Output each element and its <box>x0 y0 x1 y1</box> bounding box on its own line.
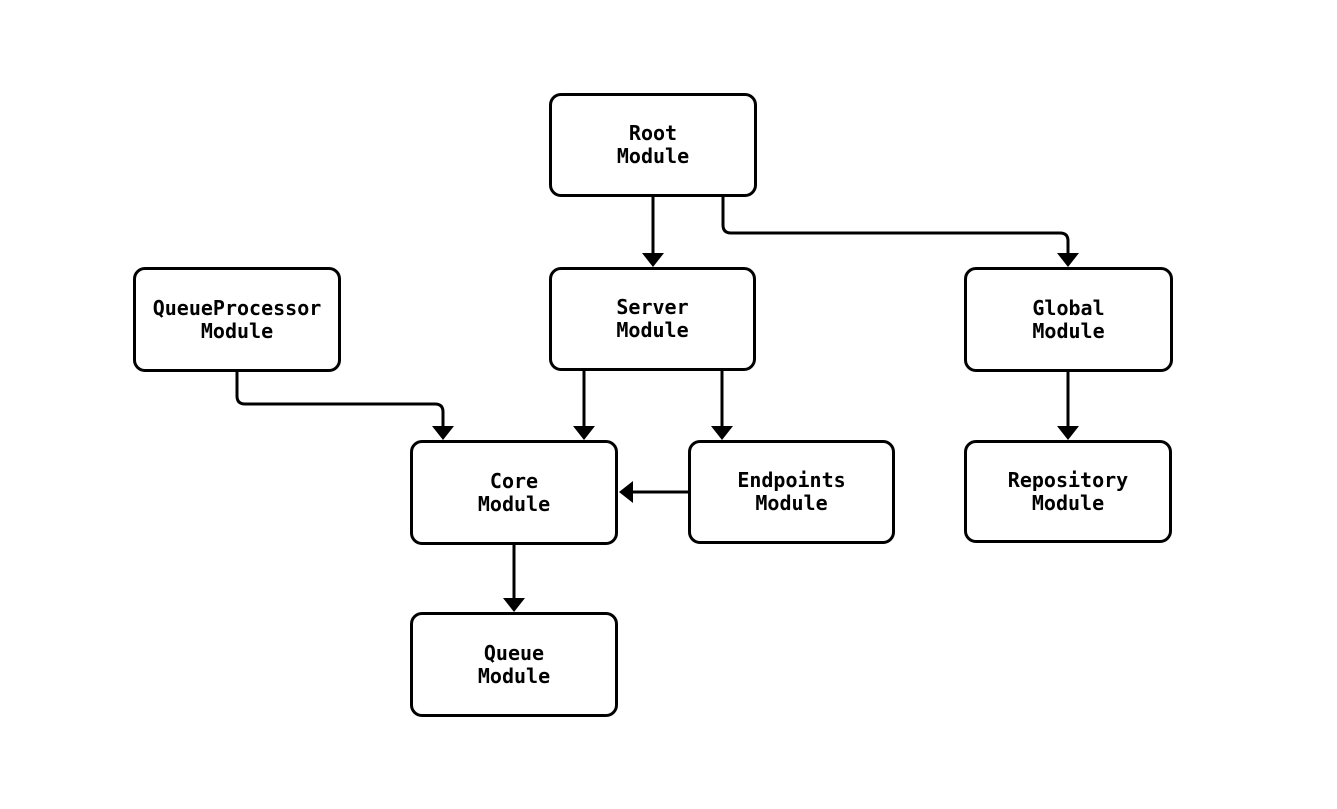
node-repository-label-line2: Module <box>1031 490 1105 515</box>
node-root-label-line2: Module <box>616 144 690 168</box>
node-endpoints-label-line2: Module <box>755 491 828 515</box>
node-server-label-line1: Server <box>616 295 689 319</box>
arrowhead-icon <box>573 426 595 440</box>
edge-line-queueprocessor-to-core <box>235 372 445 438</box>
arrowhead-icon <box>503 598 525 612</box>
node-queueprocessor-label-line2: Module <box>200 318 274 343</box>
arrowhead-icon <box>619 481 633 503</box>
edge-endpoints-to-core <box>619 481 688 503</box>
edge-queueprocessor-to-core <box>235 372 454 440</box>
edge-root-to-global <box>721 197 1079 267</box>
node-global-label-line2: Module <box>1032 318 1105 343</box>
edge-core-to-queue <box>503 545 525 612</box>
edge-server-to-endpoints <box>711 371 733 440</box>
arrowhead-icon <box>1057 426 1079 440</box>
arrowhead-icon <box>642 253 664 267</box>
arrowhead-icon <box>711 426 733 440</box>
node-queueprocessor-label-line1: QueueProcessor <box>152 295 322 320</box>
node-core-label-line1: Core <box>489 468 539 493</box>
edge-global-to-repository <box>1057 372 1079 440</box>
arrowhead-icon <box>432 426 454 440</box>
node-queue-label-line2: Module <box>477 663 551 688</box>
edge-root-to-server <box>642 197 664 267</box>
node-global-label-line1: Global <box>1032 295 1105 320</box>
arrowhead-icon <box>1057 253 1079 267</box>
node-endpoints-label-line1: Endpoints <box>737 468 846 492</box>
node-repository-label-line1: Repository <box>1007 467 1129 492</box>
edge-server-to-core <box>573 371 595 440</box>
node-queue-label-line1: Queue <box>483 640 545 665</box>
edge-line-root-to-global <box>721 197 1070 265</box>
node-server-label-line2: Module <box>616 318 689 342</box>
node-root-label-line1: Root <box>628 121 678 145</box>
node-core-label-line2: Module <box>477 491 551 516</box>
